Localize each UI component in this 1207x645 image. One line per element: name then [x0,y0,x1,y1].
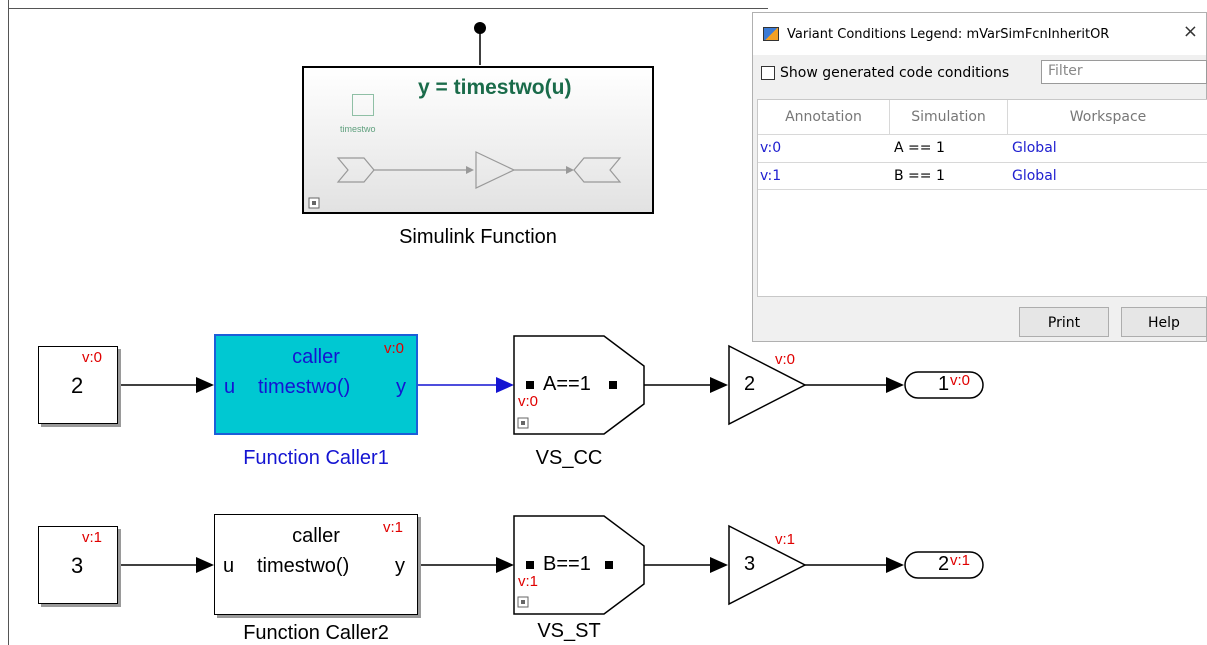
print-button[interactable]: Print [1019,307,1109,337]
caller-text: caller [292,525,340,547]
trigger-label: timestwo [340,124,376,134]
outport-block[interactable] [904,371,984,399]
outport-number: 2 [938,553,950,575]
trigger-port[interactable] [474,22,486,34]
simulink-function-label: Simulink Function [399,226,557,248]
variant-annotation: v:0 [950,372,971,389]
row-workspace[interactable]: Global [1012,140,1057,156]
canvas-top-border [8,8,768,9]
show-generated-checkbox[interactable] [761,66,775,80]
column-header-workspace[interactable]: Workspace [1069,109,1147,125]
vs-output-port [605,561,613,569]
arrowhead [710,557,728,573]
function-caller2-block[interactable]: caller u timestwo() y v:1 [214,514,418,615]
row-workspace[interactable]: Global [1012,168,1057,184]
variant-annotation: v:0 [384,340,405,357]
constant-block-1[interactable]: 2 [38,346,118,424]
caller-input-label: u [224,376,236,398]
column-header-annotation[interactable]: Annotation [758,100,890,134]
variant-source-block-vs-cc[interactable] [513,335,645,435]
outport-number: 1 [938,373,950,395]
row-simulation: B == 1 [894,168,945,184]
canvas-left-border [8,0,9,645]
legend-table: Annotation Simulation Workspace v:0 A ==… [757,99,1207,297]
arrowhead [886,557,904,573]
variant-annotation: v:0 [518,393,539,410]
gain-value: 3 [744,553,756,575]
simulink-app-icon [763,27,779,41]
row-annotation: v:0 [760,140,782,156]
constant-value: 2 [71,373,84,398]
function-caller1-block[interactable]: caller u timestwo() y v:0 [214,334,418,435]
row-simulation: A == 1 [894,140,945,156]
table-row[interactable]: v:0 A == 1 Global [758,134,1207,162]
caller-function: timestwo() [257,555,350,577]
dialog-title: Variant Conditions Legend: mVarSimFcnInh… [787,27,1110,42]
arrowhead [710,377,728,393]
arrowhead [496,557,514,573]
trigger-port-icon [352,94,374,116]
vs-condition: A==1 [543,373,591,395]
variant-annotation: v:1 [518,573,539,590]
constant-value: 3 [71,553,84,578]
function-caller1-label: Function Caller1 [243,447,389,469]
gain-value: 2 [744,373,756,395]
caller-text: caller [292,346,340,368]
caller-output-label: y [396,376,406,398]
dialog-title-bar[interactable]: Variant Conditions Legend: mVarSimFcnInh… [753,13,1206,55]
vs-cc-label: VS_CC [535,447,603,469]
variant-annotation: v:1 [82,529,103,546]
outport-block[interactable] [904,551,984,579]
variant-annotation: v:1 [383,519,404,536]
row-annotation: v:1 [760,168,782,184]
variant-source-block-vs-st[interactable] [513,515,645,615]
constant-block-2[interactable]: 3 [38,526,118,604]
function-internal-diagram [308,151,622,209]
caller-input-label: u [223,555,235,577]
simulink-function-block[interactable]: y = timestwo(u) timestwo [302,66,654,214]
variant-annotation: v:0 [82,349,103,366]
variant-annotation: v:1 [950,552,971,569]
caller-function: timestwo() [258,376,351,398]
gain-block[interactable] [728,524,807,606]
arrowhead [196,557,214,573]
filter-input[interactable]: Filter [1041,60,1207,84]
vs-st-label: VS_ST [537,620,601,642]
column-header-simulation[interactable]: Simulation [890,100,1008,134]
help-button[interactable]: Help [1121,307,1207,337]
show-generated-label[interactable]: Show generated code conditions [780,65,1010,81]
arrowhead [196,377,214,393]
arrowhead [886,377,904,393]
table-row[interactable]: v:1 B == 1 Global [758,162,1207,190]
variant-annotation: v:1 [775,531,796,548]
function-equation: y = timestwo(u) [418,76,572,99]
vs-input-port [526,561,534,569]
function-caller2-label: Function Caller2 [243,622,389,644]
variant-legend-dialog[interactable]: Variant Conditions Legend: mVarSimFcnInh… [752,12,1207,342]
vs-condition: B==1 [543,553,591,575]
vs-output-port [609,381,617,389]
arrowhead [496,377,514,393]
close-icon[interactable]: × [1182,21,1198,42]
gain-block[interactable] [728,344,807,426]
caller-output-label: y [395,555,405,577]
vs-input-port [526,381,534,389]
variant-annotation: v:0 [775,351,796,368]
